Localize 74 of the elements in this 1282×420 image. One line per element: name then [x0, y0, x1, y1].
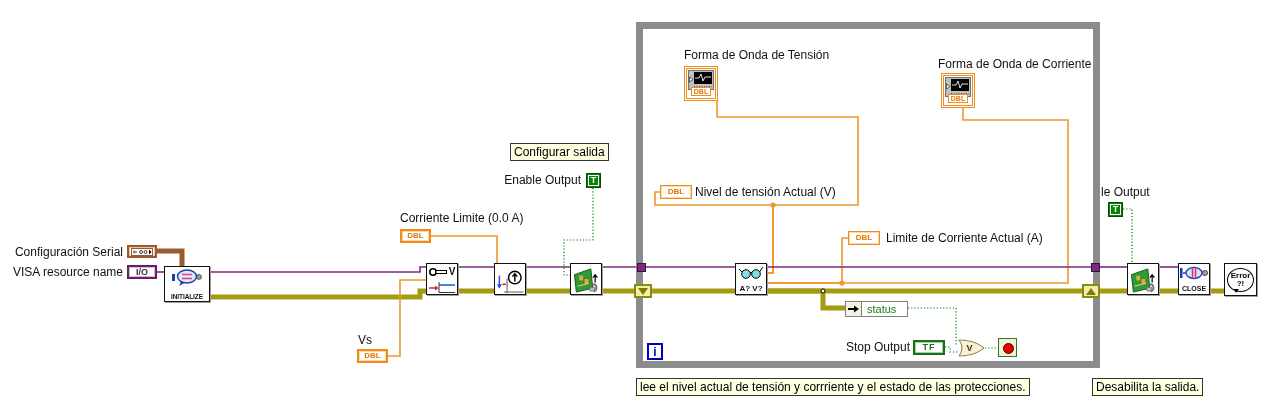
comment-note: Configurar salida	[510, 143, 609, 161]
iteration-terminal: i	[647, 343, 663, 360]
wire	[209, 266, 427, 273]
terminal-label: Nivel de tensión Actual (V)	[695, 185, 836, 199]
numeric-control-terminal: DBL	[400, 229, 431, 243]
numeric-control-terminal: DBL	[357, 349, 388, 363]
wire	[1159, 288, 1178, 294]
gauge-icon	[494, 263, 526, 295]
loop-tunnel-icon	[637, 263, 646, 272]
wire	[1099, 266, 1128, 268]
wire	[907, 307, 959, 345]
terminal-label: Stop Output	[845, 340, 910, 354]
shift-register-icon	[1082, 284, 1100, 298]
wire	[210, 288, 426, 300]
operator-symbol: V	[966, 343, 973, 353]
terminal-label: Configuración Serial	[14, 245, 123, 259]
circuit-board-icon	[570, 263, 602, 295]
serial-config-terminal-icon	[127, 245, 157, 258]
boolean-control-terminal: TF	[913, 340, 945, 355]
wire	[766, 237, 849, 284]
wire	[984, 347, 999, 349]
wire	[526, 288, 570, 294]
unit-symbol: V	[448, 266, 456, 277]
wire	[944, 346, 959, 353]
wire	[1158, 266, 1179, 268]
wire	[652, 288, 735, 294]
while-loop-frame	[636, 22, 1100, 368]
wire	[645, 266, 736, 268]
terminal-label: Forma de Onda de Corriente	[938, 57, 1092, 71]
function-caption: A? V?	[739, 284, 763, 293]
circuit-board-icon	[1127, 263, 1159, 295]
comment-note: lee el nivel actual de tensión y corrriente y el estado de las protecciones.	[636, 378, 1030, 396]
boolean-constant: T	[586, 173, 601, 188]
wire	[1122, 208, 1133, 264]
unbundle-by-name-node	[845, 301, 908, 317]
numeric-indicator-terminal: DBL	[848, 231, 880, 245]
waveform-graph-terminal	[684, 66, 718, 101]
numeric-indicator-terminal: DBL	[660, 185, 692, 199]
terminal-label: Limite de Corriente Actual (A)	[886, 231, 1043, 245]
wire	[1100, 288, 1127, 294]
terminal-label: le Output	[1101, 185, 1150, 199]
wire	[157, 248, 185, 266]
shift-register-icon	[634, 284, 652, 298]
wire	[1210, 288, 1224, 294]
waveform-graph-terminal	[941, 73, 975, 108]
wire	[457, 266, 495, 268]
wire	[156, 271, 165, 273]
subvi-block	[164, 266, 210, 302]
subvi-block	[735, 263, 767, 295]
resource-name-terminal: I/O	[127, 265, 157, 279]
subvi-block	[426, 263, 458, 295]
wire	[602, 288, 634, 294]
boolean-constant: T	[1108, 202, 1123, 217]
wire	[563, 187, 594, 276]
stop-terminal-icon	[998, 338, 1017, 357]
wire	[767, 288, 845, 311]
terminal-label: Vs	[358, 333, 372, 347]
wire	[654, 191, 774, 274]
terminal-label: Corriente Limite (0.0 A)	[400, 211, 524, 225]
wire	[387, 279, 427, 357]
wire	[430, 235, 498, 264]
element-name: status	[866, 302, 898, 316]
or-gate	[958, 339, 985, 357]
subvi-block	[1178, 263, 1210, 295]
comment-note: Desabilita la salida.	[1092, 378, 1204, 396]
error-message: Error ?!	[1227, 268, 1254, 292]
terminal-label: Forma de Onda de Tensión	[684, 48, 830, 62]
loop-tunnel-icon	[1091, 263, 1100, 272]
wire	[458, 288, 494, 294]
wire	[525, 266, 571, 268]
terminal-label: Enable Output	[504, 173, 581, 187]
terminal-label: VISA resource name	[12, 265, 123, 279]
wire	[601, 266, 638, 268]
wire	[766, 266, 1092, 268]
